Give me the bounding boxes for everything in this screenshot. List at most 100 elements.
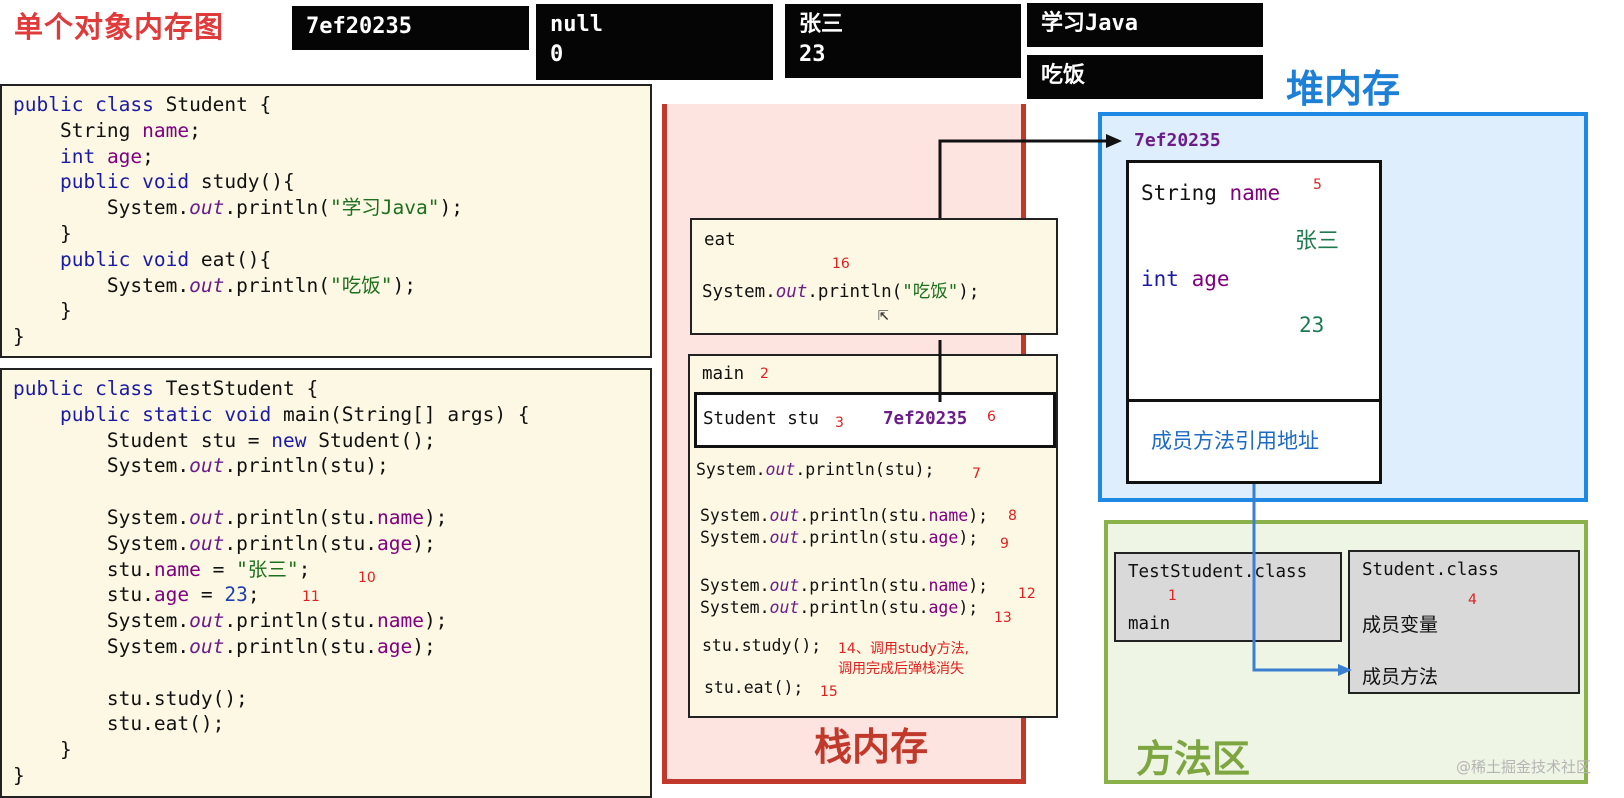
code-token: name	[376, 505, 424, 529]
code-token: out	[765, 460, 796, 479]
age-field-value: 23	[1299, 313, 1325, 337]
code-token: System.	[106, 531, 190, 555]
code-token: .println(stu.	[224, 531, 377, 555]
code-token: out	[189, 531, 225, 555]
student-class: Student.class 4 成员变量 成员方法	[1348, 550, 1580, 694]
code-token: .println(stu.	[799, 576, 929, 595]
println-name-statement-2: System.out.println(stu.name);	[700, 576, 988, 595]
stu-to-heap-arrow	[938, 139, 1108, 218]
assigned-values-box: 张三 23	[785, 4, 1021, 78]
code-token: String	[59, 118, 143, 142]
code-token: );	[958, 528, 979, 547]
code-token: out	[769, 598, 800, 617]
study-note-line-1: 14、调用study方法,	[838, 641, 970, 657]
code-token: int	[59, 144, 107, 168]
code-token: }	[13, 763, 25, 787]
code-token: Student();	[306, 428, 436, 452]
step-number-13: 13	[994, 610, 1012, 626]
code-token: .println(	[807, 282, 903, 302]
code-token: age	[928, 528, 959, 547]
code-token: 23	[224, 583, 248, 607]
println-age-statement: System.out.println(stu.age);	[700, 528, 978, 547]
method-reference-arrow	[1252, 484, 1340, 672]
main-frame-label: main	[702, 364, 745, 384]
code-token: System.	[106, 196, 190, 220]
code-token: Student {	[153, 93, 272, 116]
step-number-5: 5	[1313, 177, 1322, 193]
test-student-class: TestStudent.class 1 main	[1114, 552, 1342, 642]
code-token: name	[142, 118, 190, 142]
code-token: main(String[] args) {	[271, 402, 530, 426]
code-token: );	[439, 196, 463, 220]
test-student-main-method: main	[1128, 614, 1171, 634]
code-token: "张三"	[236, 557, 299, 581]
address-text: 7ef20235	[306, 14, 412, 39]
code-token: System.	[106, 273, 190, 297]
stu-variable-slot: Student stu 3 7ef20235 6	[694, 392, 1056, 448]
method-reference-arrowhead	[1338, 664, 1352, 676]
code-token: public void	[59, 170, 190, 194]
age-initial-text: 0	[550, 42, 564, 67]
code-token: public static void	[59, 402, 272, 426]
heap-memory-label: 堆内存	[1286, 67, 1401, 111]
code-token: System.	[106, 609, 190, 633]
study-output-text: 学习Java	[1041, 11, 1138, 36]
code-token: age	[376, 531, 413, 555]
step-number-10: 10	[358, 570, 376, 586]
code-token: age	[376, 634, 413, 658]
object-divider	[1129, 399, 1379, 402]
step-number-11: 11	[302, 589, 320, 605]
student-object: String name 5 张三 int age 23 成员方法引用地址	[1126, 160, 1382, 484]
code-token: .println(stu.	[799, 598, 929, 617]
study-call-note: 14、调用study方法, 调用完成后弹栈消失	[838, 638, 969, 678]
name-field-value: 张三	[1295, 229, 1340, 254]
code-token: =	[189, 583, 225, 607]
initial-values-box: null 0	[536, 4, 773, 80]
code-token: .println(stu.	[224, 634, 377, 658]
code-token: name	[153, 557, 201, 581]
code-token: System.	[700, 598, 770, 617]
code-token: ;	[247, 583, 260, 607]
code-token: out	[769, 506, 800, 525]
eat-stack-frame: eat 16 System.out.println("吃饭"); ⇱	[690, 218, 1058, 335]
code-token: name	[1229, 181, 1281, 205]
stu-to-heap-arrowhead	[1106, 134, 1122, 148]
code-token: "吃饭"	[330, 273, 393, 297]
code-token: name	[928, 506, 969, 525]
code-token: System.	[702, 282, 776, 302]
step-number-7: 7	[972, 466, 981, 482]
step-number-8: 8	[1008, 508, 1017, 524]
diagram-title: 单个对象内存图	[14, 10, 225, 44]
heap-object-address: 7ef20235	[1134, 130, 1221, 151]
step-number-15: 15	[820, 684, 838, 700]
code-token: new	[271, 428, 307, 452]
eat-call-statement: stu.eat();	[704, 678, 804, 697]
code-token: System.	[700, 576, 770, 595]
code-token: stu.eat();	[106, 712, 225, 736]
study-note-line-2: 调用完成后弹栈消失	[838, 661, 964, 677]
main-stack-frame: main 2 Student stu 3 7ef20235 6 System.o…	[688, 354, 1058, 718]
step-number-9: 9	[1000, 536, 1009, 552]
code-token: );	[412, 634, 436, 658]
code-token: stu.	[106, 557, 154, 581]
eat-output-text: 吃饭	[1041, 63, 1086, 88]
name-value-text: 张三	[799, 12, 844, 37]
code-token: Student stu =	[106, 428, 272, 452]
code-token: out	[769, 576, 800, 595]
code-token: eat(){	[189, 247, 272, 271]
stu-variable-label: Student stu	[703, 409, 819, 429]
test-student-class-name: TestStudent.class	[1128, 562, 1308, 582]
study-output-box: 学习Java	[1027, 3, 1263, 47]
code-token: );	[958, 598, 979, 617]
code-token: System.	[106, 454, 190, 478]
step-number-16: 16	[832, 256, 850, 272]
code-token: System.	[700, 528, 770, 547]
code-token: .println(stu.	[799, 528, 929, 547]
age-value-text: 23	[799, 42, 826, 67]
code-token: public void	[59, 247, 190, 271]
code-token: out	[189, 505, 225, 529]
code-token: .println(	[224, 196, 331, 220]
code-token: TestStudent {	[153, 377, 319, 400]
code-token: stu.study();	[106, 686, 248, 710]
code-token: );	[968, 576, 989, 595]
